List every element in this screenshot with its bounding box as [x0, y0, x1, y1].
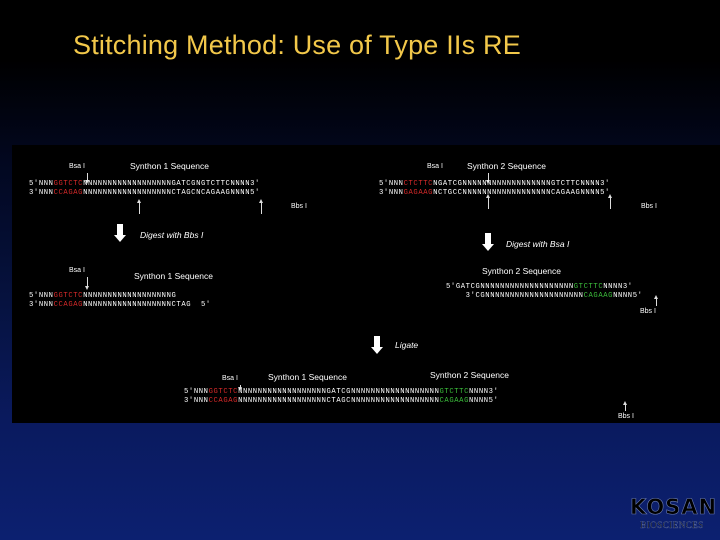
- synthon-2-heading: Synthon 2 Sequence: [467, 161, 546, 171]
- sequence-segment: NNNNNNNNNNNNNNNNNNCTAGCNCAGAAGNNNN5': [83, 188, 260, 197]
- sequence-segment: 3'NNN: [29, 300, 54, 309]
- sequence-segment: NCTGCCNNNNNNNNNNNNNNNNNNCAGAAGNNNN5': [433, 188, 610, 197]
- sequence-strand: 3'NNNGAGAAGNCTGCCNNNNNNNNNNNNNNNNNNCAGAA…: [379, 189, 610, 198]
- sequence-strand: 5'NNNGGTCTCNNNNNNNNNNNNNNNNNNG: [29, 292, 211, 301]
- digest-with-bsa-i: Digest with Bsa I: [506, 239, 570, 249]
- bbs-i-label: Bbs I: [291, 203, 307, 210]
- down-arrow-icon: [482, 233, 494, 251]
- bbs-i-label: Bbs I: [618, 413, 634, 420]
- recognition-site: CAGAAG: [439, 396, 469, 405]
- sequence-strand: 5'GATCGNNNNNNNNNNNNNNNNNNNGTCTTCNNNN3': [446, 283, 643, 292]
- bbs-i-site-arrow-right: [259, 199, 263, 214]
- sequence-strand: 3'CGNNNNNNNNNNNNNNNNNNNNCAGAAGNNNN5': [446, 292, 643, 301]
- down-arrow-icon: [114, 224, 126, 242]
- recognition-site: GGTCTC: [53, 180, 84, 188]
- synthon-1-heading: Synthon 1 Sequence: [268, 372, 347, 382]
- stitched-sequence: 5'NNNGGTCTCNNNNNNNNNNNNNNNNNNGATCGNNNNNN…: [184, 388, 498, 405]
- slide-title: Stitching Method: Use of Type IIs RE: [73, 30, 521, 60]
- stitching-diagram: Bsa I Synthon 1 Sequence 5'NNNGGTCTCNNNN…: [12, 145, 720, 423]
- sequence-segment: NNNN3': [603, 283, 633, 291]
- bsa-i-cut-arrow: [486, 173, 490, 184]
- sequence-segment: NNNN3': [469, 388, 499, 396]
- synthon-2-sequence: 5'NNNCTCTTCNGATCGNNNNNNNNNNNNNNNNNNGTCTT…: [379, 180, 610, 197]
- sequence-segment: NNNNNNNNNNNNNNNNNNG: [83, 292, 177, 300]
- sequence-segment: 5'NNN: [29, 292, 54, 300]
- sequence-strand: 3'NNNCCAGAGNNNNNNNNNNNNNNNNNNCTAG 5': [29, 301, 211, 310]
- bbs-i-site-arrow: [623, 401, 627, 411]
- kosan-logo: KOSAN BIOSCIENCES: [630, 495, 718, 537]
- sequence-segment: 3'CGNNNNNNNNNNNNNNNNNNNN: [446, 291, 584, 300]
- bsa-i-label: Bsa I: [69, 163, 85, 170]
- sequence-segment: NNNN5': [469, 396, 499, 405]
- recognition-site: GTCTTC: [439, 388, 469, 396]
- digest-with-bbs-i: Digest with Bbs I: [140, 230, 204, 240]
- recognition-site: GGTCTC: [208, 388, 239, 396]
- logo-subtitle: BIOSCIENCES: [640, 520, 704, 530]
- synthon-2-heading: Synthon 2 Sequence: [430, 370, 509, 380]
- sequence-segment: 3'NNN: [379, 188, 404, 197]
- sequence-segment: NNNN5': [613, 291, 643, 300]
- sequence-segment: 5'NNN: [379, 180, 404, 188]
- bsa-i-cut-arrow: [85, 277, 89, 290]
- sequence-segment: NNNNNNNNNNNNNNNNNNCTAG 5': [83, 300, 211, 309]
- bbs-i-site-arrow: [608, 194, 612, 209]
- logo-wordmark: KOSAN: [630, 495, 718, 520]
- bbs-i-label: Bbs I: [641, 203, 657, 210]
- sequence-segment: 5'NNN: [184, 388, 209, 396]
- recognition-site: GGTCTC: [53, 292, 84, 300]
- recognition-site: GTCTTC: [573, 283, 604, 291]
- synthon-1-heading: Synthon 1 Sequence: [134, 271, 213, 281]
- sequence-strand: 5'NNNGGTCTCNNNNNNNNNNNNNNNNNNGATCGNGTCTT…: [29, 180, 260, 189]
- bsa-i-site-arrow: [486, 194, 490, 209]
- sequence-strand: 3'NNNCCAGAGNNNNNNNNNNNNNNNNNNCTAGCNCAGAA…: [29, 189, 260, 198]
- down-arrow-icon: [371, 336, 383, 354]
- sequence-strand: 5'NNNGGTCTCNNNNNNNNNNNNNNNNNNGATCGNNNNNN…: [184, 388, 498, 397]
- sequence-segment: 3'NNN: [29, 188, 54, 197]
- bsa-i-label: Bsa I: [427, 163, 443, 170]
- bbs-i-label: Bbs I: [640, 308, 656, 315]
- bsa-i-label: Bsa I: [222, 375, 238, 382]
- sequence-strand: 5'NNNCTCTTCNGATCGNNNNNNNNNNNNNNNNNNGTCTT…: [379, 180, 610, 189]
- ligate-label: Ligate: [395, 340, 419, 350]
- recognition-site: CTCTTC: [403, 180, 434, 188]
- sequence-segment: 5'GATCGNNNNNNNNNNNNNNNNNNN: [446, 283, 574, 291]
- synthon-2-digested-sequence: 5'GATCGNNNNNNNNNNNNNNNNNNNGTCTTCNNNN3' 3…: [446, 283, 643, 300]
- sequence-segment: NGATCGNNNNNNNNNNNNNNNNNNGTCTTCNNNN3': [433, 180, 610, 188]
- bsa-i-label: Bsa I: [69, 267, 85, 274]
- bbs-i-site-arrow: [654, 295, 658, 306]
- synthon-2-heading: Synthon 2 Sequence: [482, 266, 561, 276]
- sequence-segment: NNNNNNNNNNNNNNNNNNGATCGNGTCTTCNNNN3': [83, 180, 260, 188]
- synthon-1-heading: Synthon 1 Sequence: [130, 161, 209, 171]
- synthon-1-sequence: 5'NNNGGTCTCNNNNNNNNNNNNNNNNNNGATCGNGTCTT…: [29, 180, 260, 197]
- bbs-i-site-arrow-left: [137, 199, 141, 214]
- sequence-segment: NNNNNNNNNNNNNNNNNNCTAGCNNNNNNNNNNNNNNNNN…: [238, 396, 440, 405]
- sequence-segment: 5'NNN: [29, 180, 54, 188]
- recognition-site: CAGAAG: [583, 291, 614, 300]
- recognition-site: GAGAAG: [403, 188, 434, 197]
- sequence-strand: 3'NNNCCAGAGNNNNNNNNNNNNNNNNNNCTAGCNNNNNN…: [184, 397, 498, 406]
- bsa-i-cut-arrow: [85, 173, 89, 184]
- recognition-site: CCAGAG: [53, 188, 84, 197]
- recognition-site: CCAGAG: [53, 300, 84, 309]
- sequence-segment: 3'NNN: [184, 396, 209, 405]
- bsa-i-cut-arrow: [238, 385, 242, 391]
- recognition-site: CCAGAG: [208, 396, 239, 405]
- sequence-segment: NNNNNNNNNNNNNNNNNNGATCGNNNNNNNNNNNNNNNNN…: [238, 388, 440, 396]
